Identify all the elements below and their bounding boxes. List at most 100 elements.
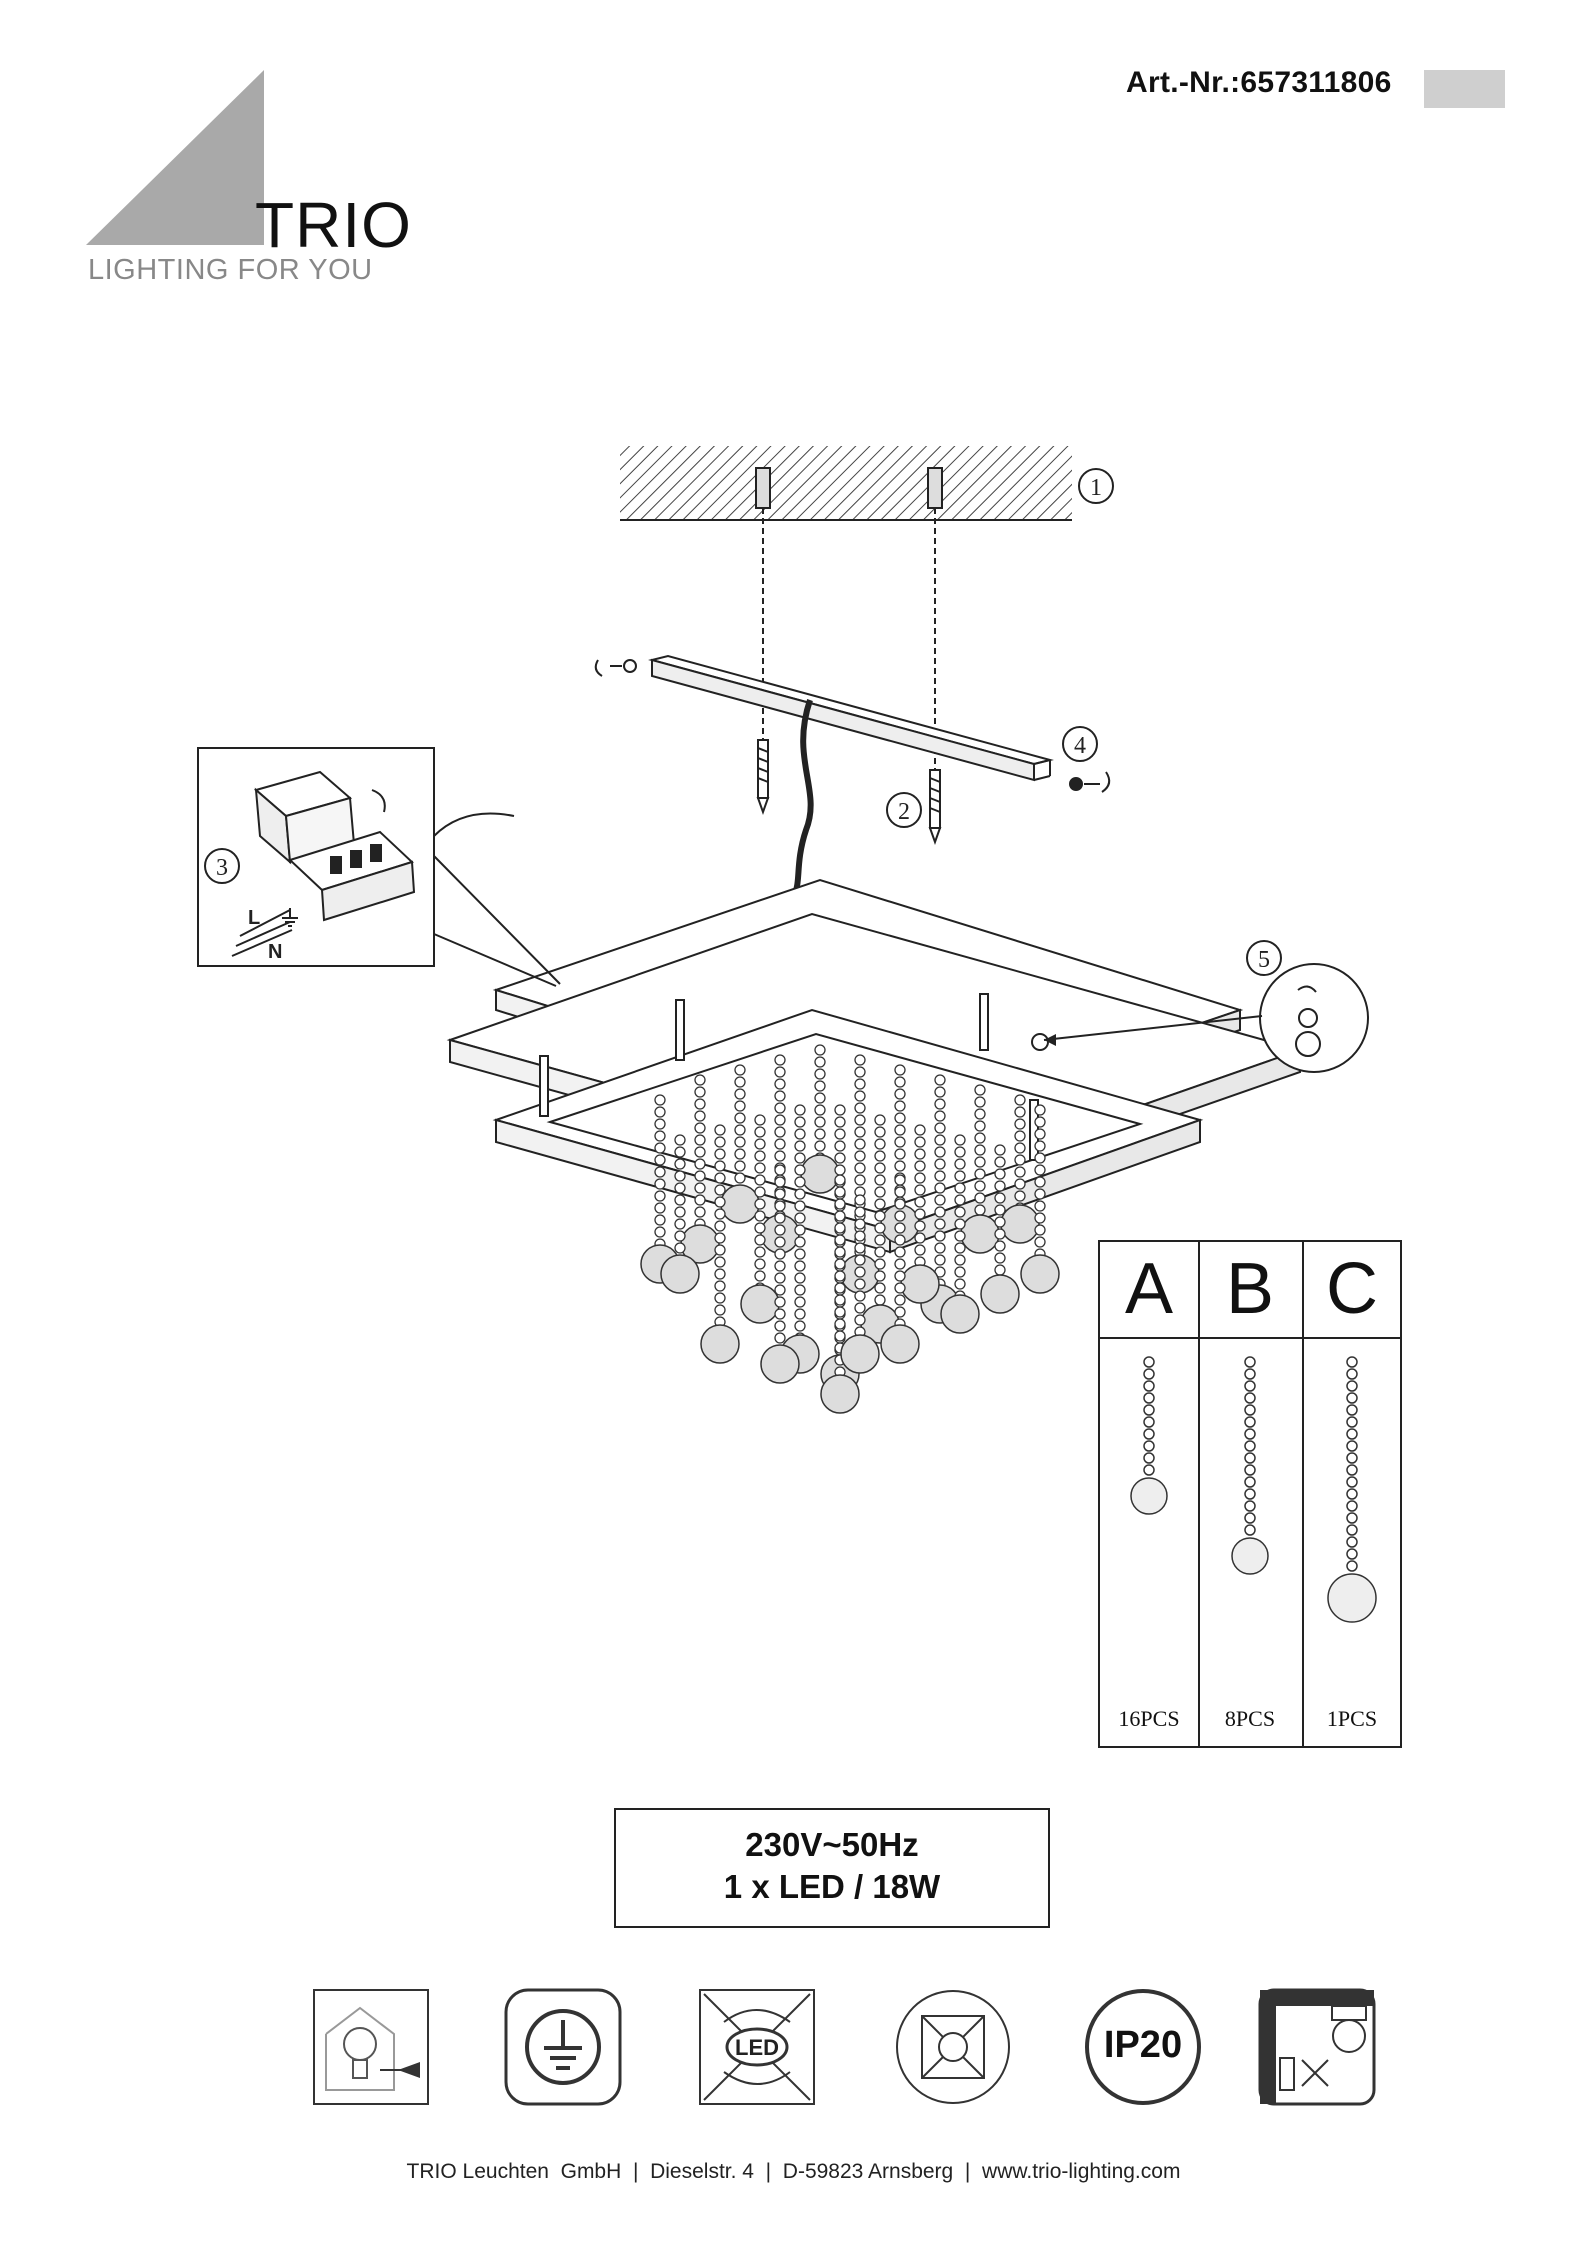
chain-link xyxy=(915,1137,925,1147)
chain-link xyxy=(715,1185,725,1195)
chain-link xyxy=(855,1151,865,1161)
chain-link xyxy=(1347,1501,1357,1511)
chain-link xyxy=(715,1209,725,1219)
chain-link xyxy=(1347,1489,1357,1499)
chain-link xyxy=(895,1113,905,1123)
chain-link xyxy=(875,1235,885,1245)
chain-link xyxy=(975,1157,985,1167)
chain-link xyxy=(995,1253,1005,1263)
chain-link xyxy=(1245,1489,1255,1499)
chain-link xyxy=(755,1175,765,1185)
chain-link xyxy=(715,1197,725,1207)
chain-link xyxy=(995,1145,1005,1155)
chain-link xyxy=(995,1265,1005,1275)
chain-link xyxy=(855,1127,865,1137)
chain-link xyxy=(735,1137,745,1147)
chain-link xyxy=(1144,1393,1154,1403)
chain-link xyxy=(855,1219,865,1229)
chain-link xyxy=(935,1111,945,1121)
chain-link xyxy=(1144,1465,1154,1475)
chain-link xyxy=(735,1149,745,1159)
chain-link xyxy=(775,1103,785,1113)
chain-link xyxy=(915,1221,925,1231)
chain-link xyxy=(715,1125,725,1135)
chain-link xyxy=(955,1279,965,1289)
chain-link xyxy=(855,1231,865,1241)
chain-link xyxy=(955,1219,965,1229)
crystal-ball xyxy=(1021,1255,1059,1293)
crystal-ball xyxy=(881,1325,919,1363)
chain-link xyxy=(735,1161,745,1171)
chain-link xyxy=(855,1175,865,1185)
chain-link xyxy=(775,1189,785,1199)
step-3-label: 3 xyxy=(216,855,228,881)
wire-live-label: L xyxy=(248,907,260,929)
chain-link xyxy=(975,1169,985,1179)
chain-link xyxy=(755,1271,765,1281)
chain-link xyxy=(1144,1357,1154,1367)
chain-link xyxy=(775,1177,785,1187)
chain-link xyxy=(875,1127,885,1137)
pendant-code-a: A xyxy=(1100,1242,1198,1339)
chain-link xyxy=(935,1255,945,1265)
chain-link xyxy=(835,1153,845,1163)
chain-link xyxy=(795,1201,805,1211)
chain-link xyxy=(775,1127,785,1137)
chain-link xyxy=(1035,1141,1045,1151)
chain-link xyxy=(895,1235,905,1245)
chain-link xyxy=(815,1081,825,1091)
chain-link xyxy=(715,1245,725,1255)
chain-link xyxy=(695,1111,705,1121)
chain-link xyxy=(835,1187,845,1197)
chain-link xyxy=(975,1085,985,1095)
wiring-detail-callout xyxy=(198,748,560,986)
crystal-ball xyxy=(1232,1538,1268,1574)
chain-link xyxy=(715,1221,725,1231)
chain-link xyxy=(1035,1117,1045,1127)
chain-link xyxy=(835,1199,845,1209)
crystal-ball xyxy=(901,1265,939,1303)
chain-link xyxy=(835,1235,845,1245)
chain-link xyxy=(775,1261,785,1271)
chain-link xyxy=(715,1305,725,1315)
electrical-spec-box: 230V~50Hz 1 x LED / 18W xyxy=(614,1808,1050,1928)
chain-link xyxy=(875,1115,885,1125)
chain-link xyxy=(735,1173,745,1183)
chain-link xyxy=(775,1151,785,1161)
chain-link xyxy=(755,1247,765,1257)
chain-link xyxy=(955,1147,965,1157)
chain-link xyxy=(755,1139,765,1149)
chain-link xyxy=(855,1115,865,1125)
ip20-rating-icon: IP20 xyxy=(1082,1986,1204,2108)
spec-voltage: 230V~50Hz xyxy=(616,1824,1048,1866)
led-icon-label: LED xyxy=(735,2035,779,2060)
footer-website[interactable]: www.trio-lighting.com xyxy=(982,2160,1180,2183)
wire-neutral-label: N xyxy=(268,941,282,963)
chain-link xyxy=(975,1205,985,1215)
chain-link xyxy=(955,1267,965,1277)
chain-link xyxy=(795,1321,805,1331)
chain-link xyxy=(895,1211,905,1221)
chain-link xyxy=(755,1259,765,1269)
chain-link xyxy=(815,1057,825,1067)
chain-link xyxy=(775,1139,785,1149)
chain-link xyxy=(835,1271,845,1281)
chain-link xyxy=(895,1175,905,1185)
chain-link xyxy=(1035,1129,1045,1139)
chain-link xyxy=(975,1145,985,1155)
chain-link xyxy=(875,1151,885,1161)
chain-link xyxy=(835,1319,845,1329)
chain-link xyxy=(835,1283,845,1293)
chain-link xyxy=(1245,1393,1255,1403)
chain-link xyxy=(995,1217,1005,1227)
chain-link xyxy=(1347,1465,1357,1475)
footer-address: Dieselstr. 4 xyxy=(650,2160,754,2183)
chain-link xyxy=(715,1137,725,1147)
chain-link xyxy=(995,1169,1005,1179)
chain-link xyxy=(935,1219,945,1229)
chain-link xyxy=(695,1123,705,1133)
chain-link xyxy=(895,1199,905,1209)
chain-link xyxy=(935,1171,945,1181)
chain-link xyxy=(835,1307,845,1317)
chain-link xyxy=(875,1223,885,1233)
